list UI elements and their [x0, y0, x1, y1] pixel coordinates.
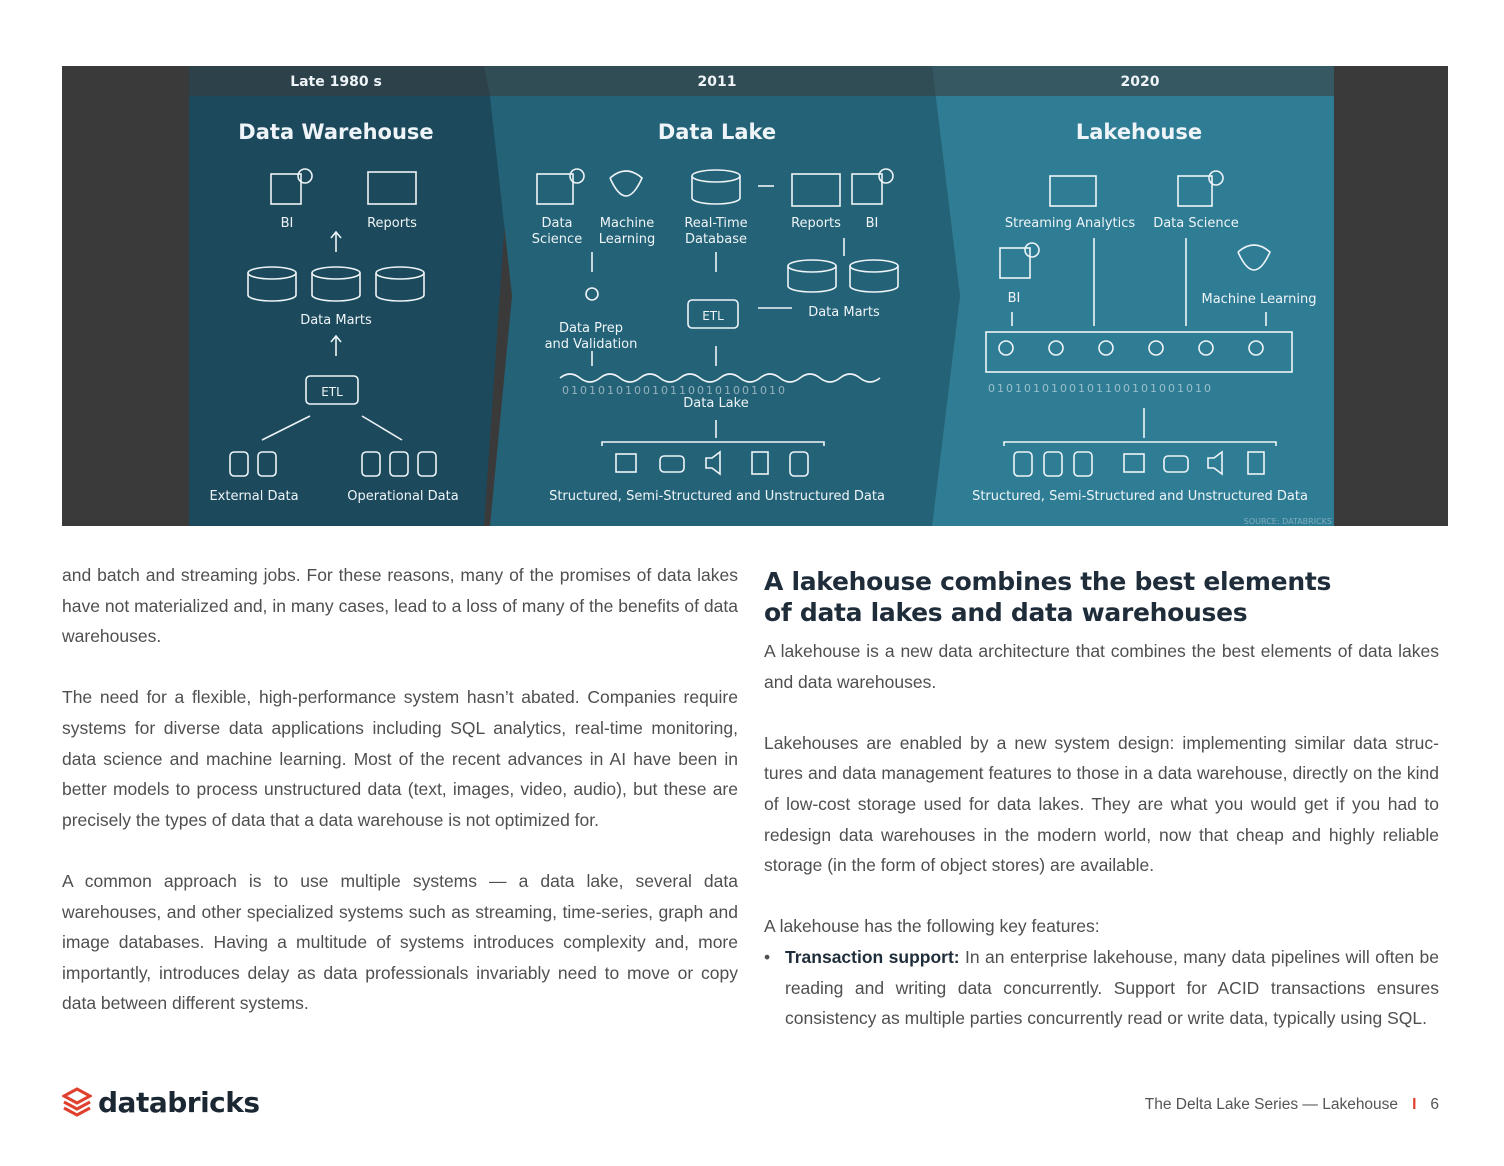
- diagram-label: Data Marts: [300, 313, 372, 328]
- panel-lakehouse: [932, 66, 1334, 526]
- right-column: A lakehouse combines the best elements o…: [764, 560, 1439, 1034]
- paragraph: and batch and streaming jobs. For these …: [62, 565, 738, 647]
- etl-icon: [687, 299, 739, 329]
- era-label: Late 1980 s: [290, 74, 382, 90]
- bi-icon: [999, 247, 1031, 279]
- architecture-diagram: Late 1980 s 2011 2020 Data Warehouse Dat…: [62, 66, 1448, 526]
- list-item: Transaction support: In an enterprise la…: [764, 942, 1439, 1034]
- architecture-evolution-figure: Late 1980 s 2011 2020 Data Warehouse Dat…: [62, 66, 1448, 526]
- diagram-label: Structured, Semi-Structured and Unstruct…: [972, 489, 1308, 504]
- diagram-label: Reports: [791, 216, 841, 231]
- footer-separator: I: [1412, 1096, 1417, 1113]
- diagram-label: Structured, Semi-Structured and Unstruct…: [549, 489, 885, 504]
- panel-data-lake: [484, 66, 960, 526]
- diagram-label: Science: [532, 232, 582, 247]
- bi-icon: [270, 173, 302, 205]
- diagram-label: Data: [541, 216, 572, 231]
- audio-icon: [1207, 450, 1223, 476]
- diagram-label: Streaming Analytics: [1005, 216, 1136, 231]
- machine-learning-icon: [609, 170, 643, 197]
- magnifier-icon: [297, 168, 313, 184]
- document-icon: [1247, 451, 1265, 475]
- diagram-label: External Data: [209, 489, 298, 504]
- diagram-label: Data Marts: [808, 305, 880, 320]
- diagram-label: ETL: [702, 309, 724, 323]
- diagram-label: Machine Learning: [1202, 292, 1317, 307]
- report-icon: [791, 173, 841, 207]
- database-icon: [1013, 451, 1033, 477]
- document-icon: [751, 451, 769, 475]
- paragraph: A lakehouse has the following key featur…: [764, 916, 1100, 937]
- page-number: 6: [1430, 1096, 1439, 1113]
- binary-strip: 0101010100101100101001010: [562, 384, 787, 397]
- bi-icon: [851, 173, 883, 205]
- diagram-label: BI: [1008, 291, 1021, 306]
- lakehouse-metadata-layer: [985, 331, 1293, 373]
- gears-icon: [585, 287, 599, 301]
- feature-text: In an enterprise lakehouse, many data pi…: [785, 946, 1439, 1029]
- panel-title: Data Lake: [658, 120, 776, 144]
- machine-learning-icon: [1237, 244, 1271, 271]
- data-lake-wave: [559, 373, 881, 383]
- paragraph: A lakehouse is a new data architecture t…: [764, 641, 1439, 692]
- section-heading: A lakehouse combines the best elements o…: [764, 566, 1439, 628]
- diagram-label: BI: [866, 216, 879, 231]
- diagram-label: Operational Data: [347, 489, 458, 504]
- paragraph: Lakehouses are enabled by a new system d…: [764, 732, 1439, 876]
- paragraph: The need for a flexible, high-performanc…: [62, 687, 738, 830]
- diagram-label: BI: [281, 216, 294, 231]
- operational-data-icon: [361, 451, 381, 477]
- data-science-icon: [536, 173, 574, 205]
- databricks-logo: databricks: [62, 1086, 260, 1119]
- diagram-label: Reports: [367, 216, 417, 231]
- panel-title: Data Warehouse: [238, 120, 433, 144]
- image-icon: [615, 453, 637, 473]
- audio-icon: [705, 450, 721, 476]
- heading-line: of data lakes and data warehouses: [764, 598, 1248, 627]
- feature-title: Transaction support:: [785, 946, 960, 967]
- diagram-label: ETL: [321, 385, 343, 399]
- paragraph: A common approach is to use multiple sys…: [62, 870, 738, 1014]
- panel-data-warehouse: [189, 66, 512, 526]
- diagram-label: Data Lake: [683, 396, 748, 411]
- databricks-logo-icon: [62, 1086, 92, 1117]
- diagram-label: and Validation: [545, 337, 638, 352]
- report-icon: [367, 171, 417, 205]
- diagram-label: Data Science: [1153, 216, 1239, 231]
- source-caption: SOURCE: DATABRICKS: [1244, 517, 1332, 526]
- diagram-label: Data Prep: [559, 321, 623, 336]
- streaming-analytics-icon: [1049, 175, 1097, 207]
- image-icon: [1123, 453, 1145, 473]
- page-footer: The Delta Lake Series — Lakehouse I 6: [1145, 1096, 1439, 1114]
- logo-wordmark: databricks: [98, 1086, 260, 1119]
- video-icon: [659, 455, 685, 473]
- diagram-label: Machine: [600, 216, 654, 231]
- diagram-label: Real-Time: [684, 216, 747, 231]
- diagram-label: Database: [685, 232, 747, 247]
- video-icon: [1163, 455, 1189, 473]
- series-title: The Delta Lake Series — Lakehouse: [1144, 1096, 1399, 1113]
- left-column: and batch and streaming jobs. For these …: [62, 560, 738, 1050]
- feature-list: Transaction support: In an enterprise la…: [764, 942, 1439, 1034]
- database-icon: [789, 451, 809, 477]
- etl-icon: [305, 375, 359, 405]
- diagram-label: Learning: [599, 232, 655, 247]
- data-science-icon: [1177, 175, 1213, 207]
- external-data-icon: [229, 451, 249, 477]
- era-label: 2011: [698, 74, 737, 90]
- heading-line: A lakehouse combines the best elements: [764, 567, 1332, 596]
- binary-strip: 0101010100101100101001010: [988, 382, 1213, 395]
- panel-title: Lakehouse: [1076, 120, 1202, 144]
- era-label: 2020: [1121, 74, 1160, 90]
